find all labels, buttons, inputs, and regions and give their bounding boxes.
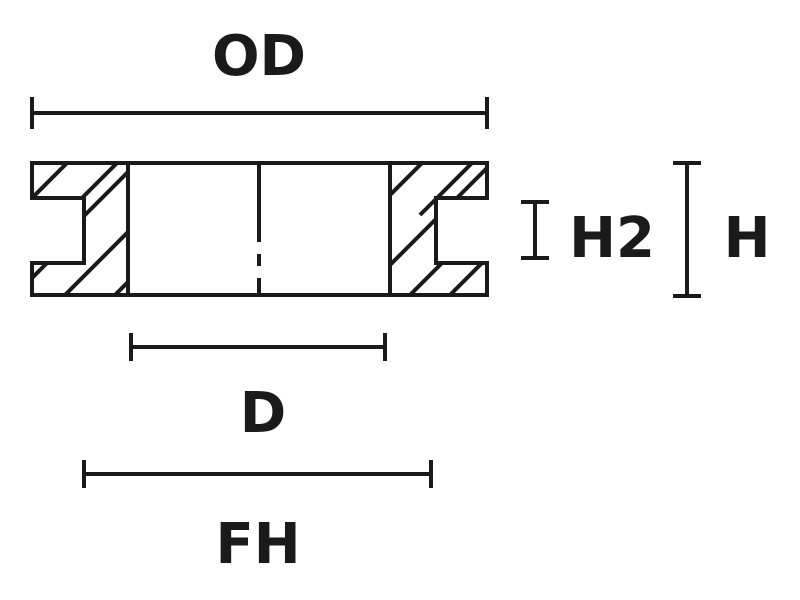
d-dimension: D — [129, 333, 387, 446]
h-label: H — [724, 206, 771, 271]
od-label: OD — [212, 24, 306, 89]
left-wall-section — [30, 161, 130, 297]
h-dimension: H — [673, 161, 771, 298]
right-wall-section — [388, 161, 489, 297]
d-label: D — [240, 381, 286, 446]
left-wall-outline — [30, 161, 130, 297]
h2-label: H2 — [569, 206, 655, 271]
od-dimension: OD — [30, 24, 489, 129]
h2-dimension: H2 — [521, 200, 655, 271]
grommet-section — [30, 161, 489, 297]
fh-dimension: FH — [82, 460, 433, 577]
fh-label: FH — [215, 512, 300, 577]
right-wall-outline — [388, 161, 489, 297]
